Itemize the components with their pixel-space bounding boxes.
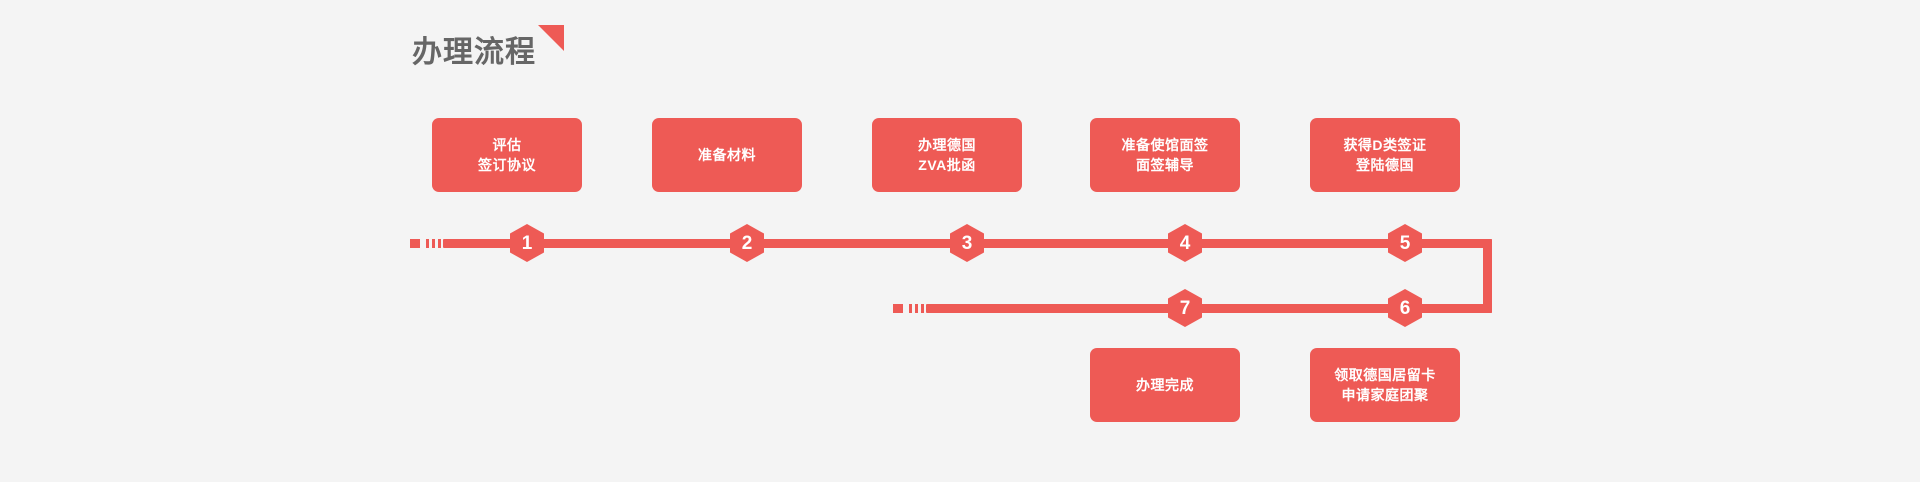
track-start-dashes-row2 — [893, 304, 933, 313]
step-marker-label: 4 — [1179, 232, 1191, 254]
step-marker-label: 3 — [961, 232, 973, 254]
process-box-step-5[interactable]: 获得D类签证 登陆德国 — [1310, 118, 1460, 192]
triangle-corner-icon — [538, 25, 564, 51]
step-marker-label: 5 — [1399, 232, 1411, 254]
track-start-dashes-row1 — [410, 239, 450, 248]
dash-square-icon — [410, 239, 420, 248]
process-box-label: 准备材料 — [698, 147, 756, 163]
process-box-label: 准备使馆面签 面签辅导 — [1121, 137, 1209, 173]
dash-tick-icon — [921, 304, 924, 313]
process-box-label: 评估 签订协议 — [478, 137, 536, 173]
step-marker-3[interactable]: 3 — [950, 224, 984, 262]
step-marker-label: 7 — [1179, 297, 1191, 319]
process-box-label: 办理德国 ZVA批函 — [918, 137, 976, 173]
dash-square-icon — [893, 304, 903, 313]
step-marker-7[interactable]: 7 — [1168, 289, 1202, 327]
page-title-text: 办理流程 — [412, 36, 536, 69]
process-box-step-7[interactable]: 办理完成 — [1090, 348, 1240, 422]
step-marker-6[interactable]: 6 — [1388, 289, 1422, 327]
step-marker-label: 1 — [521, 232, 533, 254]
step-marker-2[interactable]: 2 — [730, 224, 764, 262]
process-box-label: 办理完成 — [1136, 377, 1194, 393]
process-box-step-2[interactable]: 准备材料 — [652, 118, 802, 192]
dash-tick-icon — [426, 239, 429, 248]
timeline-track-connector-vertical — [1483, 239, 1492, 313]
dash-tick-icon — [432, 239, 435, 248]
step-marker-5[interactable]: 5 — [1388, 224, 1422, 262]
page-title: 办理流程 — [412, 25, 564, 75]
timeline-track-row2 — [926, 304, 1492, 313]
process-box-label: 获得D类签证 登陆德国 — [1343, 137, 1427, 173]
dash-tick-icon — [915, 304, 918, 313]
step-marker-1[interactable]: 1 — [510, 224, 544, 262]
process-box-step-3[interactable]: 办理德国 ZVA批函 — [872, 118, 1022, 192]
process-box-step-1[interactable]: 评估 签订协议 — [432, 118, 582, 192]
dash-tick-icon — [909, 304, 912, 313]
process-box-step-6[interactable]: 领取德国居留卡 申请家庭团聚 — [1310, 348, 1460, 422]
process-box-label: 领取德国居留卡 申请家庭团聚 — [1334, 367, 1436, 403]
dash-tick-icon — [438, 239, 441, 248]
process-box-step-4[interactable]: 准备使馆面签 面签辅导 — [1090, 118, 1240, 192]
step-marker-label: 6 — [1399, 297, 1411, 319]
step-marker-label: 2 — [741, 232, 753, 254]
step-marker-4[interactable]: 4 — [1168, 224, 1202, 262]
